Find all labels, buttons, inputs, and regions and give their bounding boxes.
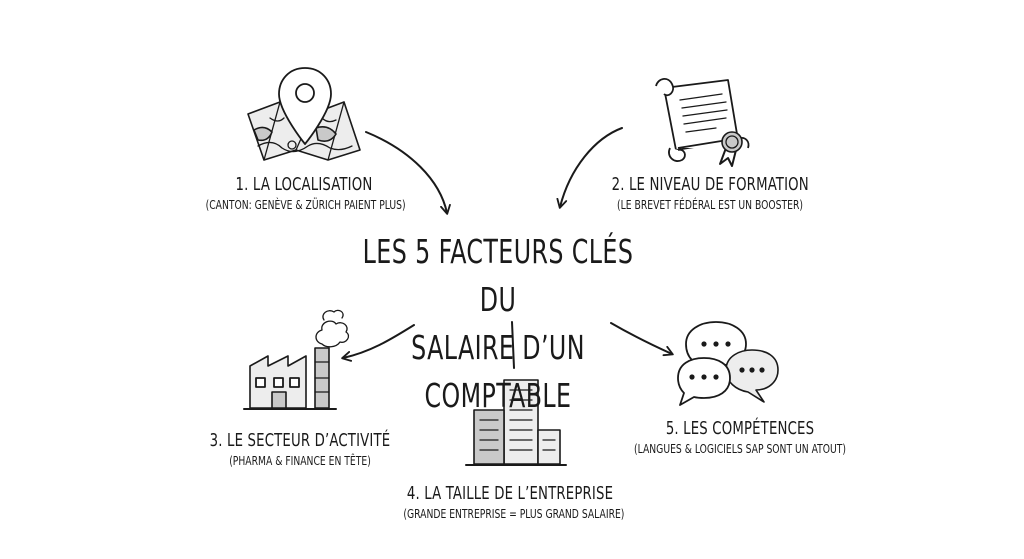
factor-title: 2. LE NIVEAU DE FORMATION — [611, 174, 809, 195]
factor-title: 5. LES COMPÉTENCES — [665, 418, 815, 439]
factor-subtitle: (GRANDE ENTREPRISE = PLUS GRAND SALAIRE) — [403, 506, 625, 521]
office-buildings-icon — [465, 379, 567, 466]
factor-subtitle: (LANGUES & LOGICIELS SAP SONT UN ATOUT) — [634, 441, 846, 456]
factor-competences: 5. LES COMPÉTENCES (LANGUES & LOGICIELS … — [610, 418, 870, 456]
factor-title: 4. LA TAILLE DE L’ENTREPRISE — [406, 483, 614, 504]
factor-formation: 2. LE NIVEAU DE FORMATION (LE BREVET FÉD… — [590, 174, 830, 212]
factor-subtitle: (LE BREVET FÉDÉRAL EST UN BOOSTER) — [617, 197, 803, 212]
arrow-formation-to-title — [556, 127, 623, 209]
factor-localisation: 1. LA LOCALISATION (CANTON: GENÈVE & ZÜR… — [184, 174, 424, 212]
factor-title: 1. LA LOCALISATION — [235, 174, 373, 195]
factor-subtitle: (PHARMA & FINANCE EN TÊTE) — [229, 453, 371, 468]
diagram-title: LES 5 FACTEURS CLÉS DU SALAIRE D’UN COMP… — [349, 228, 647, 420]
factor-subtitle: (CANTON: GENÈVE & ZÜRICH PAIENT PLUS) — [205, 197, 406, 212]
line-title-to-taille — [511, 321, 515, 369]
arrow-localisation-to-title — [365, 131, 451, 215]
factory-icon — [243, 309, 350, 410]
map-pin-icon — [247, 67, 361, 161]
speech-bubbles-icon — [677, 321, 779, 406]
title-line-2: SALAIRE D’UN COMPTABLE — [411, 328, 585, 415]
title-line-1: LES 5 FACTEURS CLÉS DU — [362, 232, 634, 319]
arrow-title-to-competences — [610, 322, 674, 357]
arrow-title-to-secteur — [341, 324, 415, 362]
factor-taille: 4. LA TAILLE DE L’ENTREPRISE (GRANDE ENT… — [380, 483, 640, 521]
diploma-scroll-icon — [655, 78, 750, 167]
factor-title: 3. LE SECTEUR D’ACTIVITÉ — [209, 430, 391, 451]
factor-secteur: 3. LE SECTEUR D’ACTIVITÉ (PHARMA & FINAN… — [180, 430, 420, 468]
